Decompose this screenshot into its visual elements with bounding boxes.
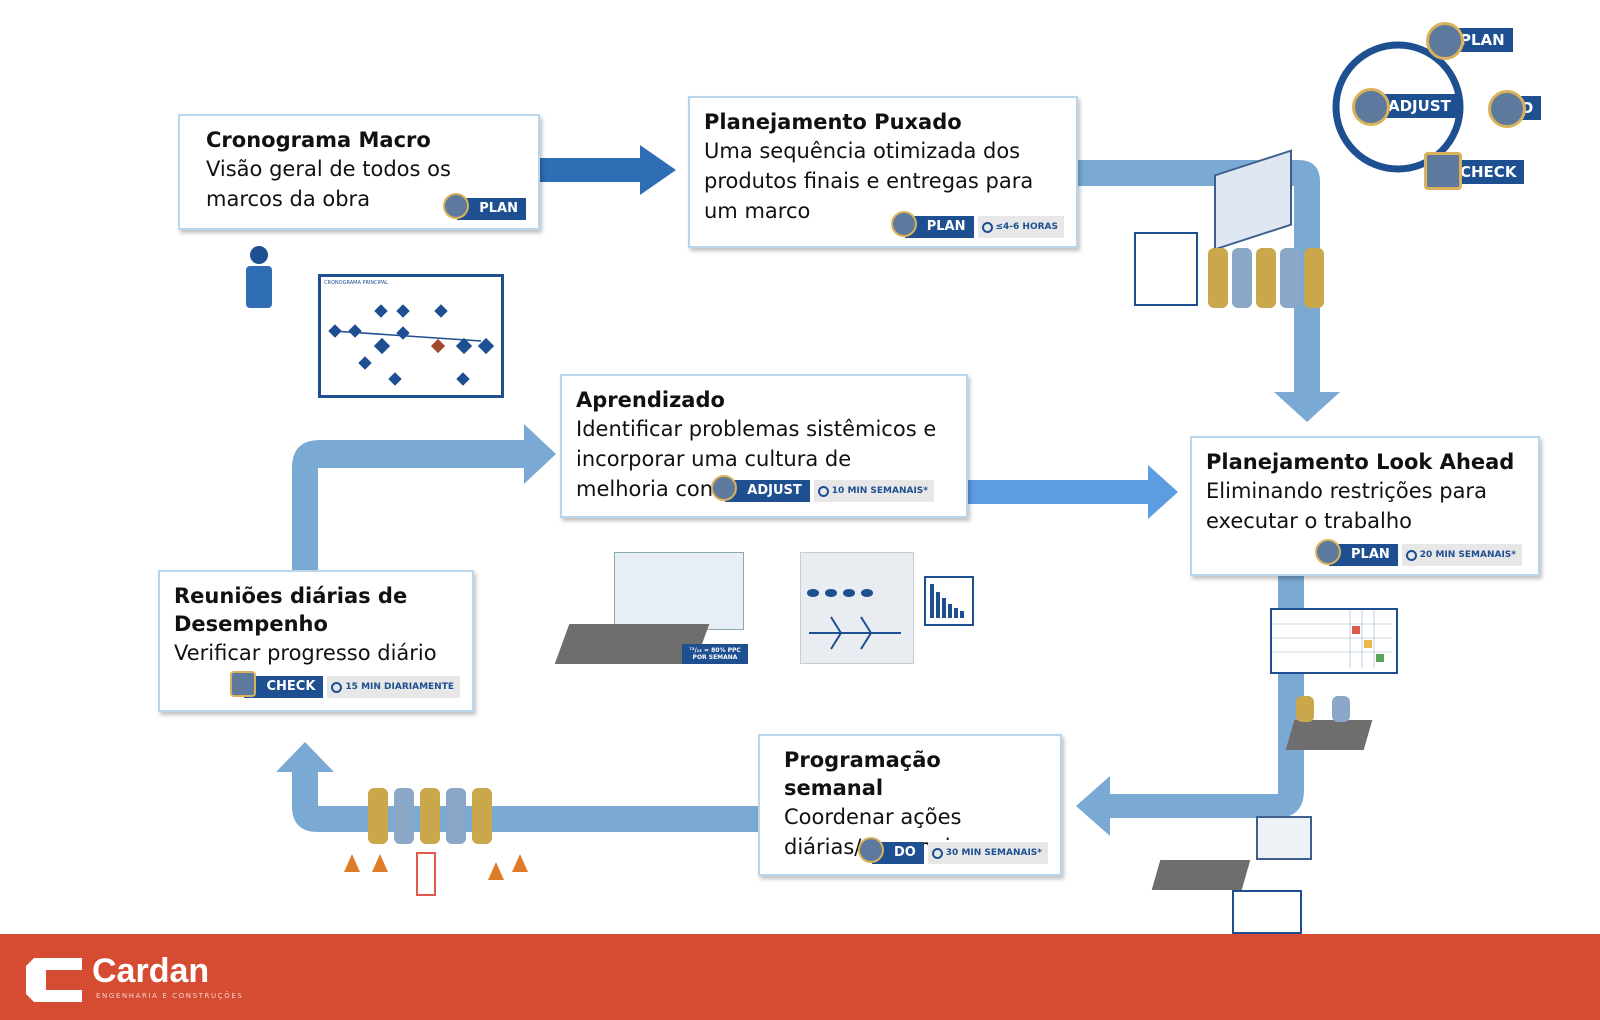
box-description: Visão geral de todos os marcos da obra	[206, 157, 451, 211]
daily-huddle-illustration	[344, 758, 544, 898]
box-aprendizado: Aprendizado Identificar problemas sistêm…	[560, 374, 968, 518]
whiteboard	[1214, 149, 1292, 251]
box-reunioes-diarias: Reuniões diárias de Desempenho Verificar…	[158, 570, 474, 712]
worker-figure	[1304, 248, 1324, 308]
box-title: Planejamento Look Ahead	[1206, 450, 1515, 474]
footer-brand-bar: Cardan ENGENHARIA E CONSTRUÇÕES	[0, 934, 1600, 1020]
phase-tag-do: DO	[857, 837, 924, 864]
box-title: Aprendizado	[576, 388, 725, 412]
brand-name: Cardan	[92, 952, 210, 990]
lookahead-team-illustration	[1282, 696, 1378, 768]
arrow-lookahead-to-programacao	[1076, 574, 1304, 836]
arrow-cronograma-to-puxado	[540, 145, 676, 195]
worker-figure	[394, 788, 414, 844]
phase-tag-plan: PLAN	[443, 193, 526, 220]
box-planejamento-puxado: Planejamento Puxado Uma sequência otimiz…	[688, 96, 1078, 248]
weekly-planning-illustration	[1146, 816, 1312, 934]
cycle-check-label: CHECK	[1452, 160, 1525, 184]
plan-icon	[443, 193, 470, 219]
meeting-table-illustration: ⁷²/₁₅ = 80% PPC POR SEMANA	[542, 552, 774, 702]
box-title: Reuniões diárias de Desempenho	[174, 584, 408, 636]
root-cause-analysis-illustration	[800, 552, 914, 664]
duration-tag: 20 MIN SEMANAIS*	[1401, 544, 1522, 566]
schedule-network	[328, 304, 495, 386]
phase-tag-plan: PLAN	[1315, 539, 1398, 566]
do-icon	[857, 837, 884, 863]
clock-icon	[981, 221, 993, 233]
sticky-card	[1134, 232, 1198, 306]
clock-icon	[817, 485, 829, 497]
status-board	[416, 852, 436, 896]
worker-figure	[1232, 248, 1252, 308]
duration-tag: 15 MIN DIARIAMENTE	[327, 676, 460, 698]
plan-grid	[1272, 610, 1392, 668]
cycle-do-icon	[1488, 90, 1526, 128]
phase-tag-adjust: ADJUST	[711, 475, 810, 502]
clock-icon	[931, 847, 943, 859]
task-board	[614, 552, 744, 630]
brand-tagline: ENGENHARIA E CONSTRUÇÕES	[96, 992, 244, 1000]
meeting-table	[1151, 860, 1251, 890]
schedule-chart-illustration: CRONOGRAMA PRINCIPAL	[318, 274, 504, 398]
wall-board	[1256, 816, 1312, 860]
clock-icon	[331, 681, 343, 693]
box-description: Uma sequência otimizada dos produtos fin…	[704, 139, 1034, 223]
box-description: Eliminando restrições para executar o tr…	[1206, 479, 1487, 533]
box-planejamento-look-ahead: Planejamento Look Ahead Eliminando restr…	[1190, 436, 1540, 576]
worker-figure	[1256, 248, 1276, 308]
box-description: Verificar progresso diário	[174, 641, 437, 665]
box-title: Planejamento Puxado	[704, 110, 962, 134]
box-programacao-semanal: Programação semanal Coordenar ações diár…	[758, 734, 1062, 876]
worker-figure	[1208, 248, 1228, 308]
plan-icon	[890, 211, 917, 237]
traffic-cone	[372, 854, 388, 872]
cycle-plan-icon	[1426, 22, 1464, 60]
duration-tag: 30 MIN SEMANAIS*	[927, 842, 1048, 864]
arrow-reunioes-to-aprendizado	[292, 424, 556, 570]
arrow-aprendizado-to-lookahead	[968, 465, 1178, 519]
phase-tag-plan: PLAN	[890, 211, 974, 238]
plan-icon	[1315, 539, 1342, 565]
schedule-chart-title: CRONOGRAMA PRINCIPAL	[324, 280, 389, 286]
worker-figure	[1280, 248, 1300, 308]
worker-figure	[368, 788, 388, 844]
box-cronograma-macro: Cronograma Macro Visão geral de todos os…	[178, 114, 540, 230]
arrow-puxado-to-lookahead	[1078, 160, 1340, 422]
pareto-bars	[930, 584, 964, 618]
planner-figure-illustration	[244, 246, 274, 310]
worker-figure	[472, 788, 492, 844]
traffic-cone	[344, 854, 360, 872]
cardan-logo-icon	[26, 958, 82, 1002]
schedule-sheet	[1232, 890, 1302, 934]
box-title: Cronograma Macro	[206, 128, 431, 152]
traffic-cone	[512, 854, 528, 872]
worker-figure	[1296, 696, 1314, 722]
look-ahead-plan-illustration	[1270, 608, 1398, 674]
cycle-check-icon	[1424, 152, 1462, 190]
duration-tag: ≤4-6 HORAS	[977, 216, 1064, 238]
worker-figure	[420, 788, 440, 844]
box-description: Identificar problemas sistêmicos e incor…	[576, 417, 937, 501]
fishbone-diagram	[807, 589, 901, 650]
duration-tag: 10 MIN SEMANAIS*	[813, 480, 934, 502]
worker-figure	[1332, 696, 1350, 722]
ppc-label: ⁷²/₁₅ = 80% PPC POR SEMANA	[682, 644, 748, 664]
clock-icon	[1405, 549, 1417, 561]
pdca-cycle	[1332, 41, 1464, 173]
phase-tag-check: CHECK	[230, 671, 324, 698]
pull-planning-illustration	[1134, 149, 1360, 324]
adjust-icon	[711, 475, 738, 501]
pareto-chart-illustration	[924, 576, 974, 626]
traffic-cone	[488, 862, 504, 880]
box-title: Programação semanal	[784, 748, 941, 800]
cycle-adjust-icon	[1352, 88, 1390, 126]
cycle-adjust-label: ADJUST	[1380, 94, 1459, 118]
check-icon	[230, 671, 257, 697]
worker-figure	[446, 788, 466, 844]
